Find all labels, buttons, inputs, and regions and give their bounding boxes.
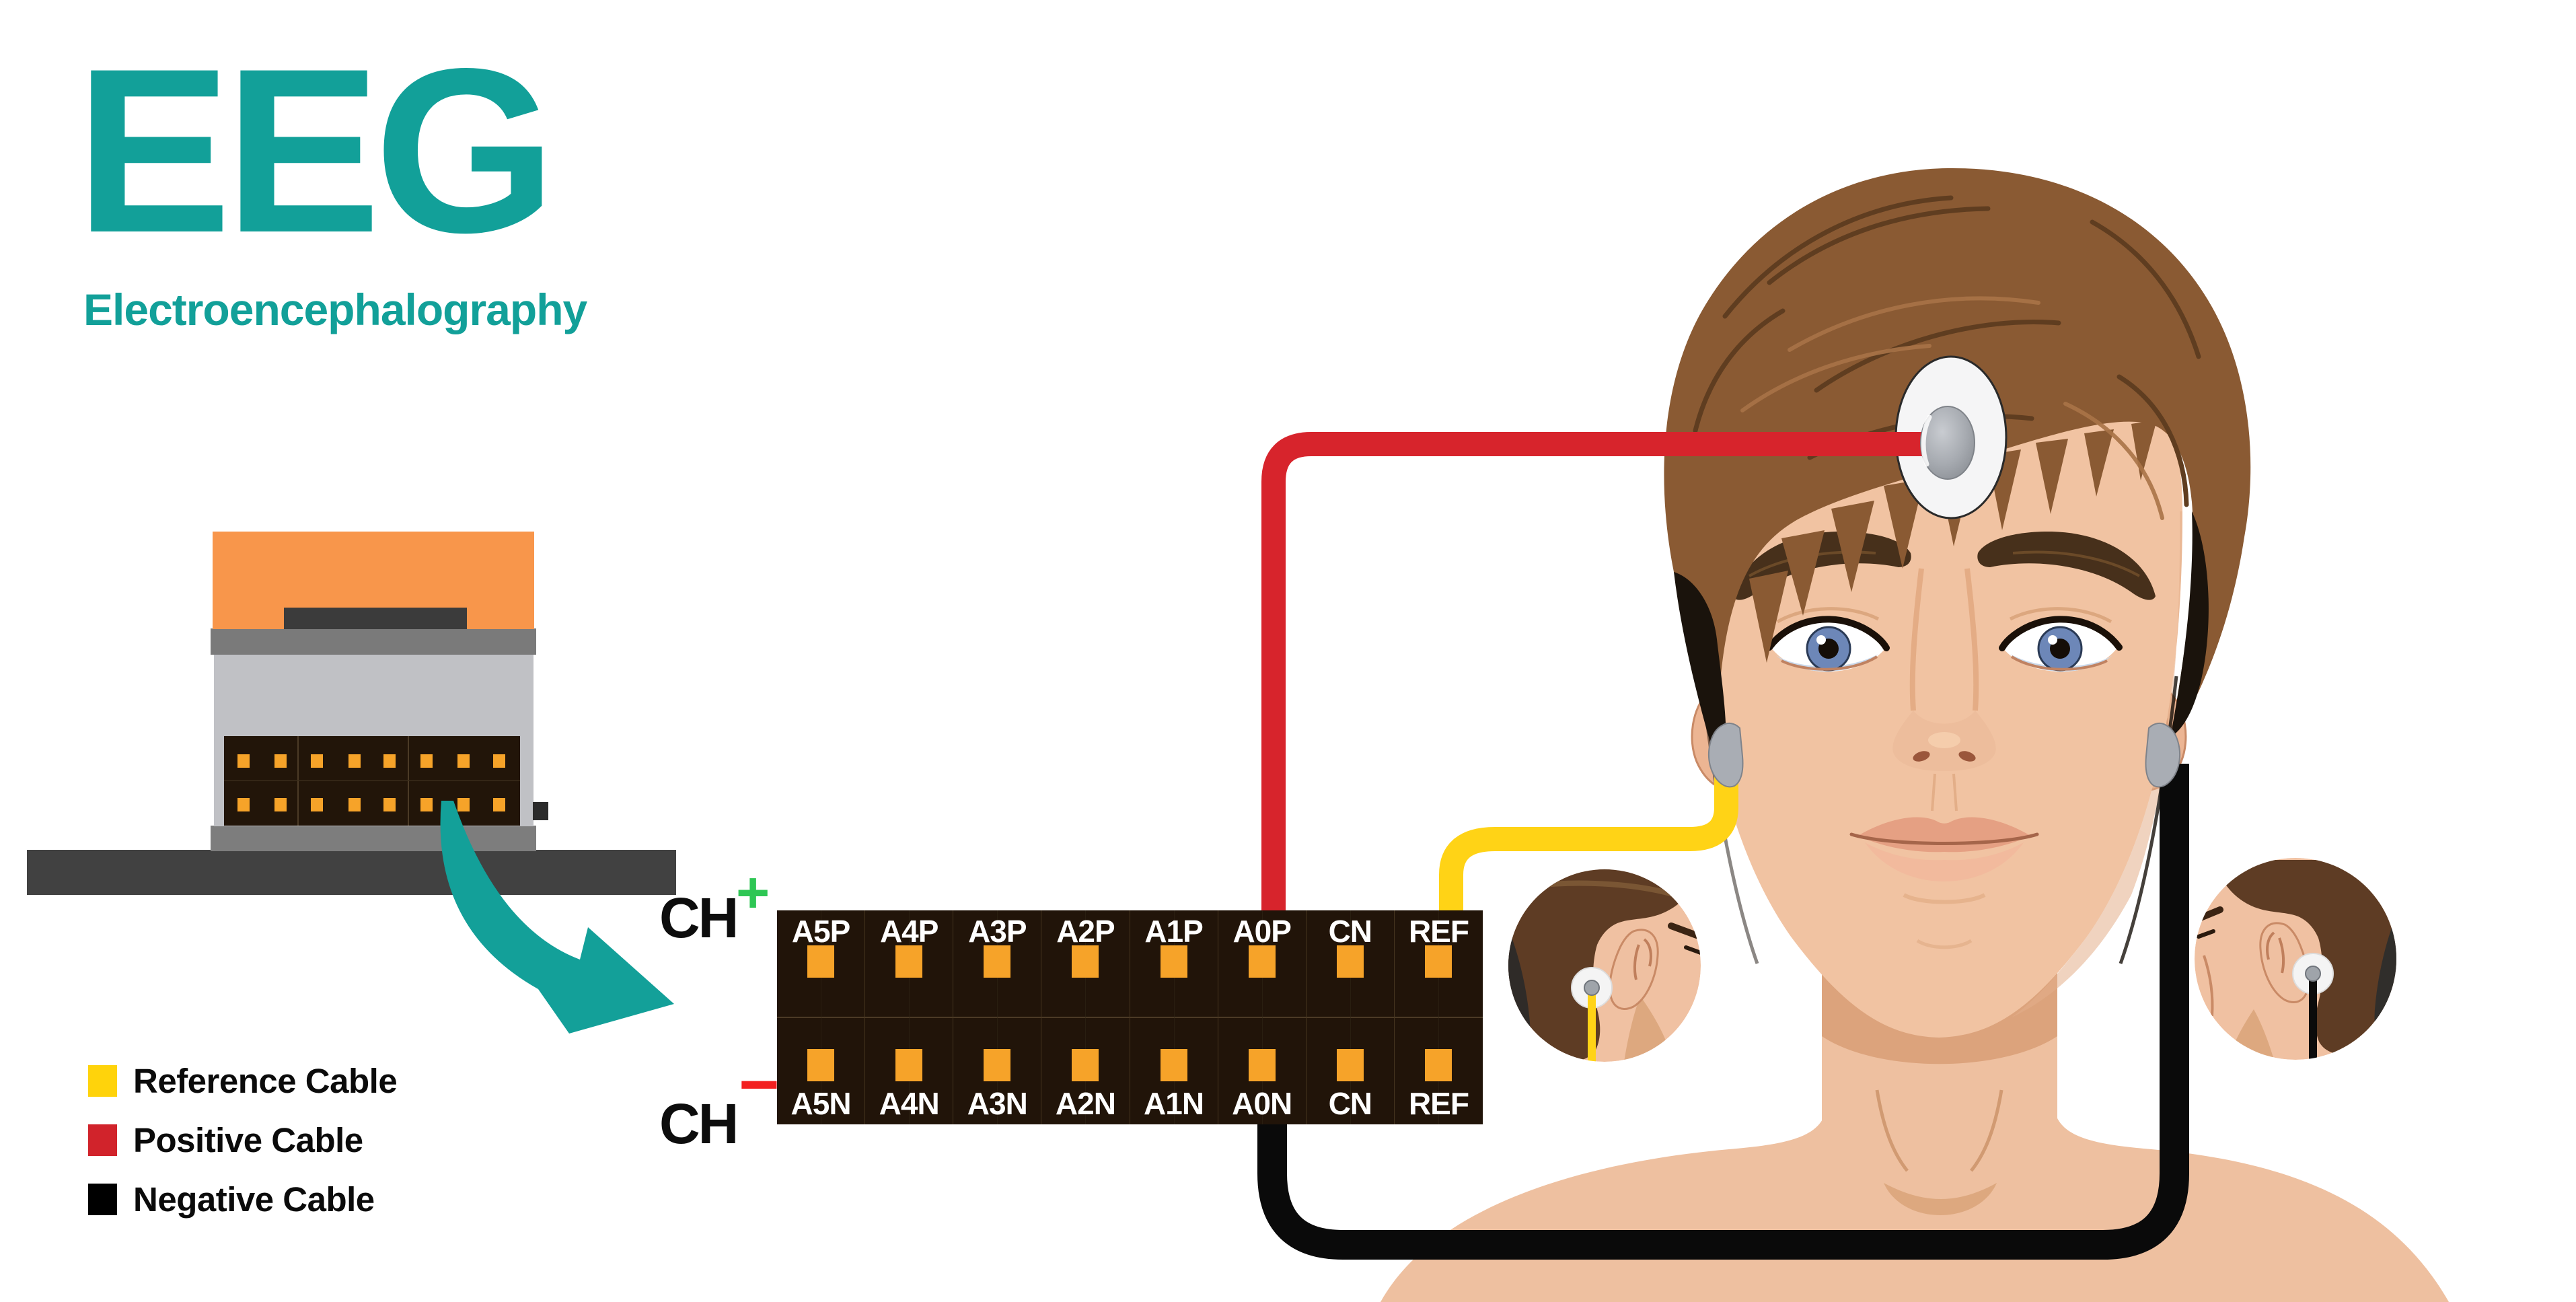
curved-arrow-icon bbox=[440, 801, 674, 1034]
legend-item: Reference Cable bbox=[88, 1062, 398, 1100]
pinout-row-divider bbox=[777, 1017, 1483, 1018]
pin-label-top: A2P bbox=[1056, 914, 1115, 949]
device-slot bbox=[284, 608, 467, 629]
lips bbox=[1849, 817, 2039, 949]
device-pins bbox=[237, 754, 505, 811]
pinout-column-a0p: A0P A0N bbox=[1218, 910, 1307, 1124]
pinout-column-a4p: A4P A4N bbox=[865, 910, 954, 1124]
pin-contact-top bbox=[807, 945, 835, 978]
right-eye bbox=[1999, 607, 2123, 672]
pinout-column-ref: REF REF bbox=[1395, 910, 1483, 1124]
pin-contact-bottom bbox=[1425, 1049, 1452, 1081]
pin-contact-bottom bbox=[984, 1049, 1011, 1081]
neck-tendon-right bbox=[1970, 1089, 2003, 1172]
pin-contact-bottom bbox=[895, 1049, 923, 1081]
pin-contact-top bbox=[895, 945, 923, 978]
positive-sign: + bbox=[736, 861, 770, 925]
pinout-column-a1p: A1P A1N bbox=[1130, 910, 1218, 1124]
pin-label-top: A0P bbox=[1232, 914, 1291, 949]
page-title: EEG bbox=[75, 20, 556, 281]
pin-label-top: A4P bbox=[879, 914, 939, 949]
pin-label-bottom: A2N bbox=[1055, 1086, 1116, 1121]
pin-label-bottom: A4N bbox=[879, 1086, 940, 1121]
pin-contact-top bbox=[1336, 945, 1364, 978]
device-connector bbox=[224, 736, 520, 826]
man-illustration bbox=[1381, 168, 2449, 1302]
inset-negative-wire bbox=[2309, 980, 2317, 1060]
reference-cable-yellow bbox=[1439, 777, 1738, 911]
positive-cable-red bbox=[1261, 432, 1944, 911]
pin-contact-top bbox=[1248, 945, 1276, 978]
eeg-device-illustration bbox=[27, 532, 676, 895]
device-band bbox=[211, 628, 536, 655]
pin-label-bottom: A1N bbox=[1144, 1086, 1204, 1121]
inset-ear bbox=[1609, 929, 1659, 1010]
negative-cable-black bbox=[1257, 764, 2189, 1260]
pinout-column-a3p: A3P A3N bbox=[953, 910, 1042, 1124]
pin-contact-bottom bbox=[1072, 1049, 1099, 1081]
nose bbox=[1892, 568, 1996, 811]
channel-negative-label: CH bbox=[659, 1092, 739, 1155]
pin-label-bottom: A0N bbox=[1232, 1086, 1292, 1121]
pin-label-top: REF bbox=[1408, 914, 1469, 949]
pin-label-top: CN bbox=[1328, 914, 1372, 949]
hair-highlight-strands bbox=[1740, 296, 2164, 520]
right-hair-strand bbox=[2119, 676, 2178, 964]
negative-cable-swatch bbox=[88, 1183, 117, 1215]
pin-contact-top bbox=[1425, 945, 1452, 978]
pin-contact-top bbox=[984, 945, 1011, 978]
pin-label-bottom: REF bbox=[1408, 1086, 1469, 1121]
negative-sign: − bbox=[739, 1046, 780, 1124]
pin-contact-bottom bbox=[1336, 1049, 1364, 1081]
device-side-tab bbox=[533, 802, 548, 820]
pin-label-bottom: CN bbox=[1328, 1086, 1372, 1121]
forehead-electrode-center bbox=[1920, 406, 1975, 480]
legend-label: Positive Cable bbox=[133, 1120, 363, 1159]
left-ear-inset bbox=[1508, 869, 1701, 1062]
pin-label-top: A5P bbox=[791, 914, 850, 949]
pin-contact-top bbox=[1072, 945, 1099, 978]
pinout-column-cn: CN CN bbox=[1307, 910, 1395, 1124]
pinout-column-a2p: A2P A2N bbox=[1041, 910, 1130, 1124]
positive-cable-swatch bbox=[88, 1124, 117, 1156]
right-earclip-electrode bbox=[2145, 722, 2180, 788]
legend-item: Positive Cable bbox=[88, 1120, 397, 1159]
inset-electrode-center bbox=[2305, 966, 2321, 982]
pin-contact-top bbox=[1160, 945, 1187, 978]
pin-label-top: A3P bbox=[968, 914, 1027, 949]
pin-label-bottom: A5N bbox=[790, 1086, 852, 1121]
legend-label: Negative Cable bbox=[133, 1180, 375, 1219]
page-subtitle: Electroencephalography bbox=[83, 285, 587, 334]
device-platform bbox=[27, 850, 676, 895]
legend-item: Negative Cable bbox=[88, 1180, 397, 1219]
pin-contact-bottom bbox=[1248, 1049, 1276, 1081]
channel-positive-label: CH bbox=[659, 886, 739, 949]
pinout-column-a5p: A5P A5N bbox=[777, 910, 866, 1124]
pin-label-top: A1P bbox=[1144, 914, 1203, 949]
inset-hair bbox=[1508, 869, 1701, 1062]
pin-contact-bottom bbox=[807, 1049, 835, 1081]
neck-tendon-left bbox=[1875, 1089, 1909, 1172]
inset-electrode-center bbox=[1584, 980, 1600, 996]
device-base bbox=[211, 826, 536, 851]
left-earclip-electrode bbox=[1708, 722, 1744, 788]
reference-cable-swatch bbox=[88, 1064, 117, 1097]
chest-shadow bbox=[1884, 1183, 1997, 1215]
pin-contact-bottom bbox=[1160, 1049, 1187, 1081]
right-ear-inset bbox=[2195, 858, 2396, 1060]
inset-hair bbox=[2213, 860, 2396, 1055]
left-eye bbox=[1766, 607, 1890, 672]
inset-reference-wire bbox=[1588, 994, 1596, 1062]
pin-label-bottom: A3N bbox=[967, 1086, 1028, 1121]
legend-label: Reference Cable bbox=[133, 1061, 398, 1100]
